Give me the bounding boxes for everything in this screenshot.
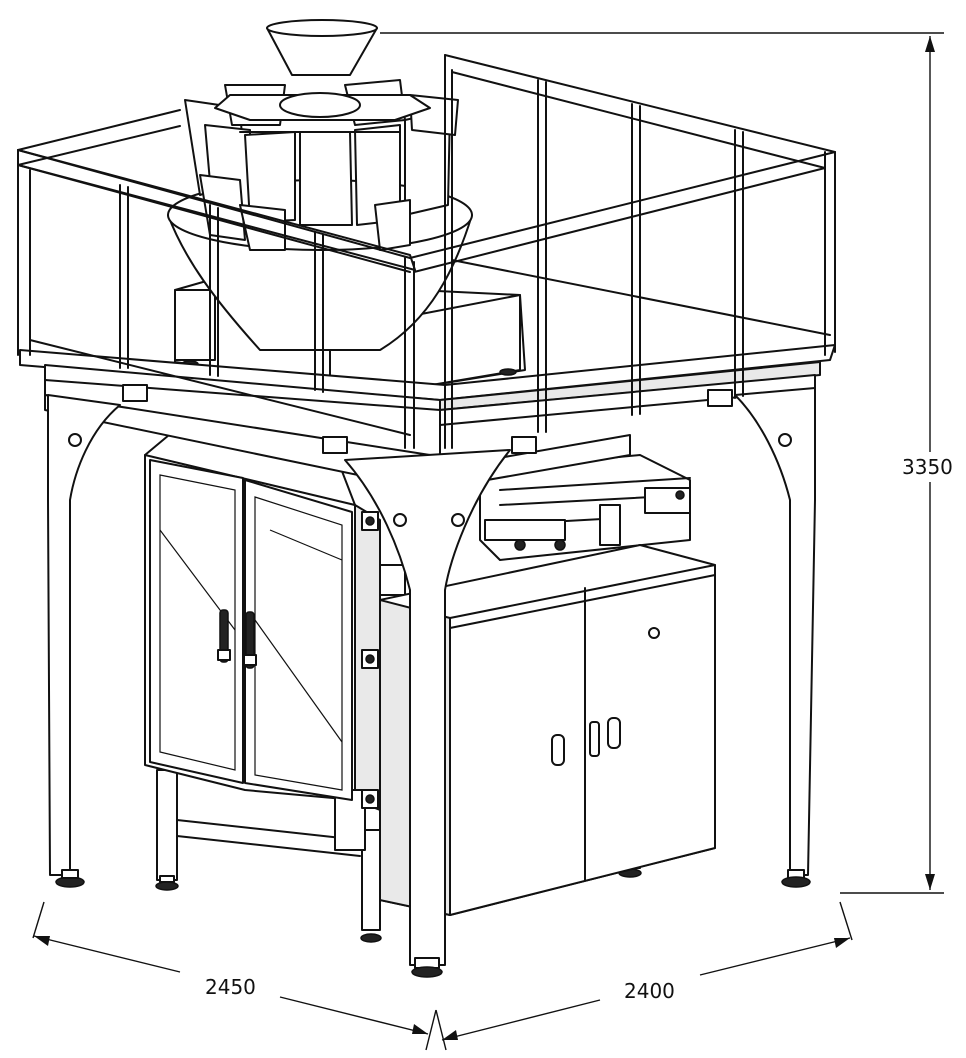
- electrical-cabinet: [379, 544, 716, 916]
- width-right-label: 2400: [624, 979, 675, 1003]
- front-leg-center: [344, 449, 511, 978]
- front-leg-right: [734, 387, 816, 888]
- platform-brackets: [122, 384, 733, 454]
- height-dimension: 3350: [380, 32, 962, 894]
- forming-section: [379, 454, 691, 596]
- width-left-label: 2450: [205, 975, 256, 999]
- weigher-top: [214, 19, 431, 133]
- bagger-handles: [217, 609, 257, 669]
- guard-railing: [17, 54, 836, 449]
- width-left-dimension: 2450: [32, 901, 429, 1035]
- bagger-hinges: [361, 511, 379, 809]
- width-right-dimension: 2400: [441, 901, 853, 1041]
- front-leg-left: [47, 394, 121, 888]
- height-label: 3350: [902, 455, 953, 479]
- corner-mark: [425, 1009, 447, 1051]
- bagger-door-right: [244, 479, 353, 801]
- cabinet-handles: [551, 717, 621, 766]
- bagger-door-left: [149, 459, 244, 784]
